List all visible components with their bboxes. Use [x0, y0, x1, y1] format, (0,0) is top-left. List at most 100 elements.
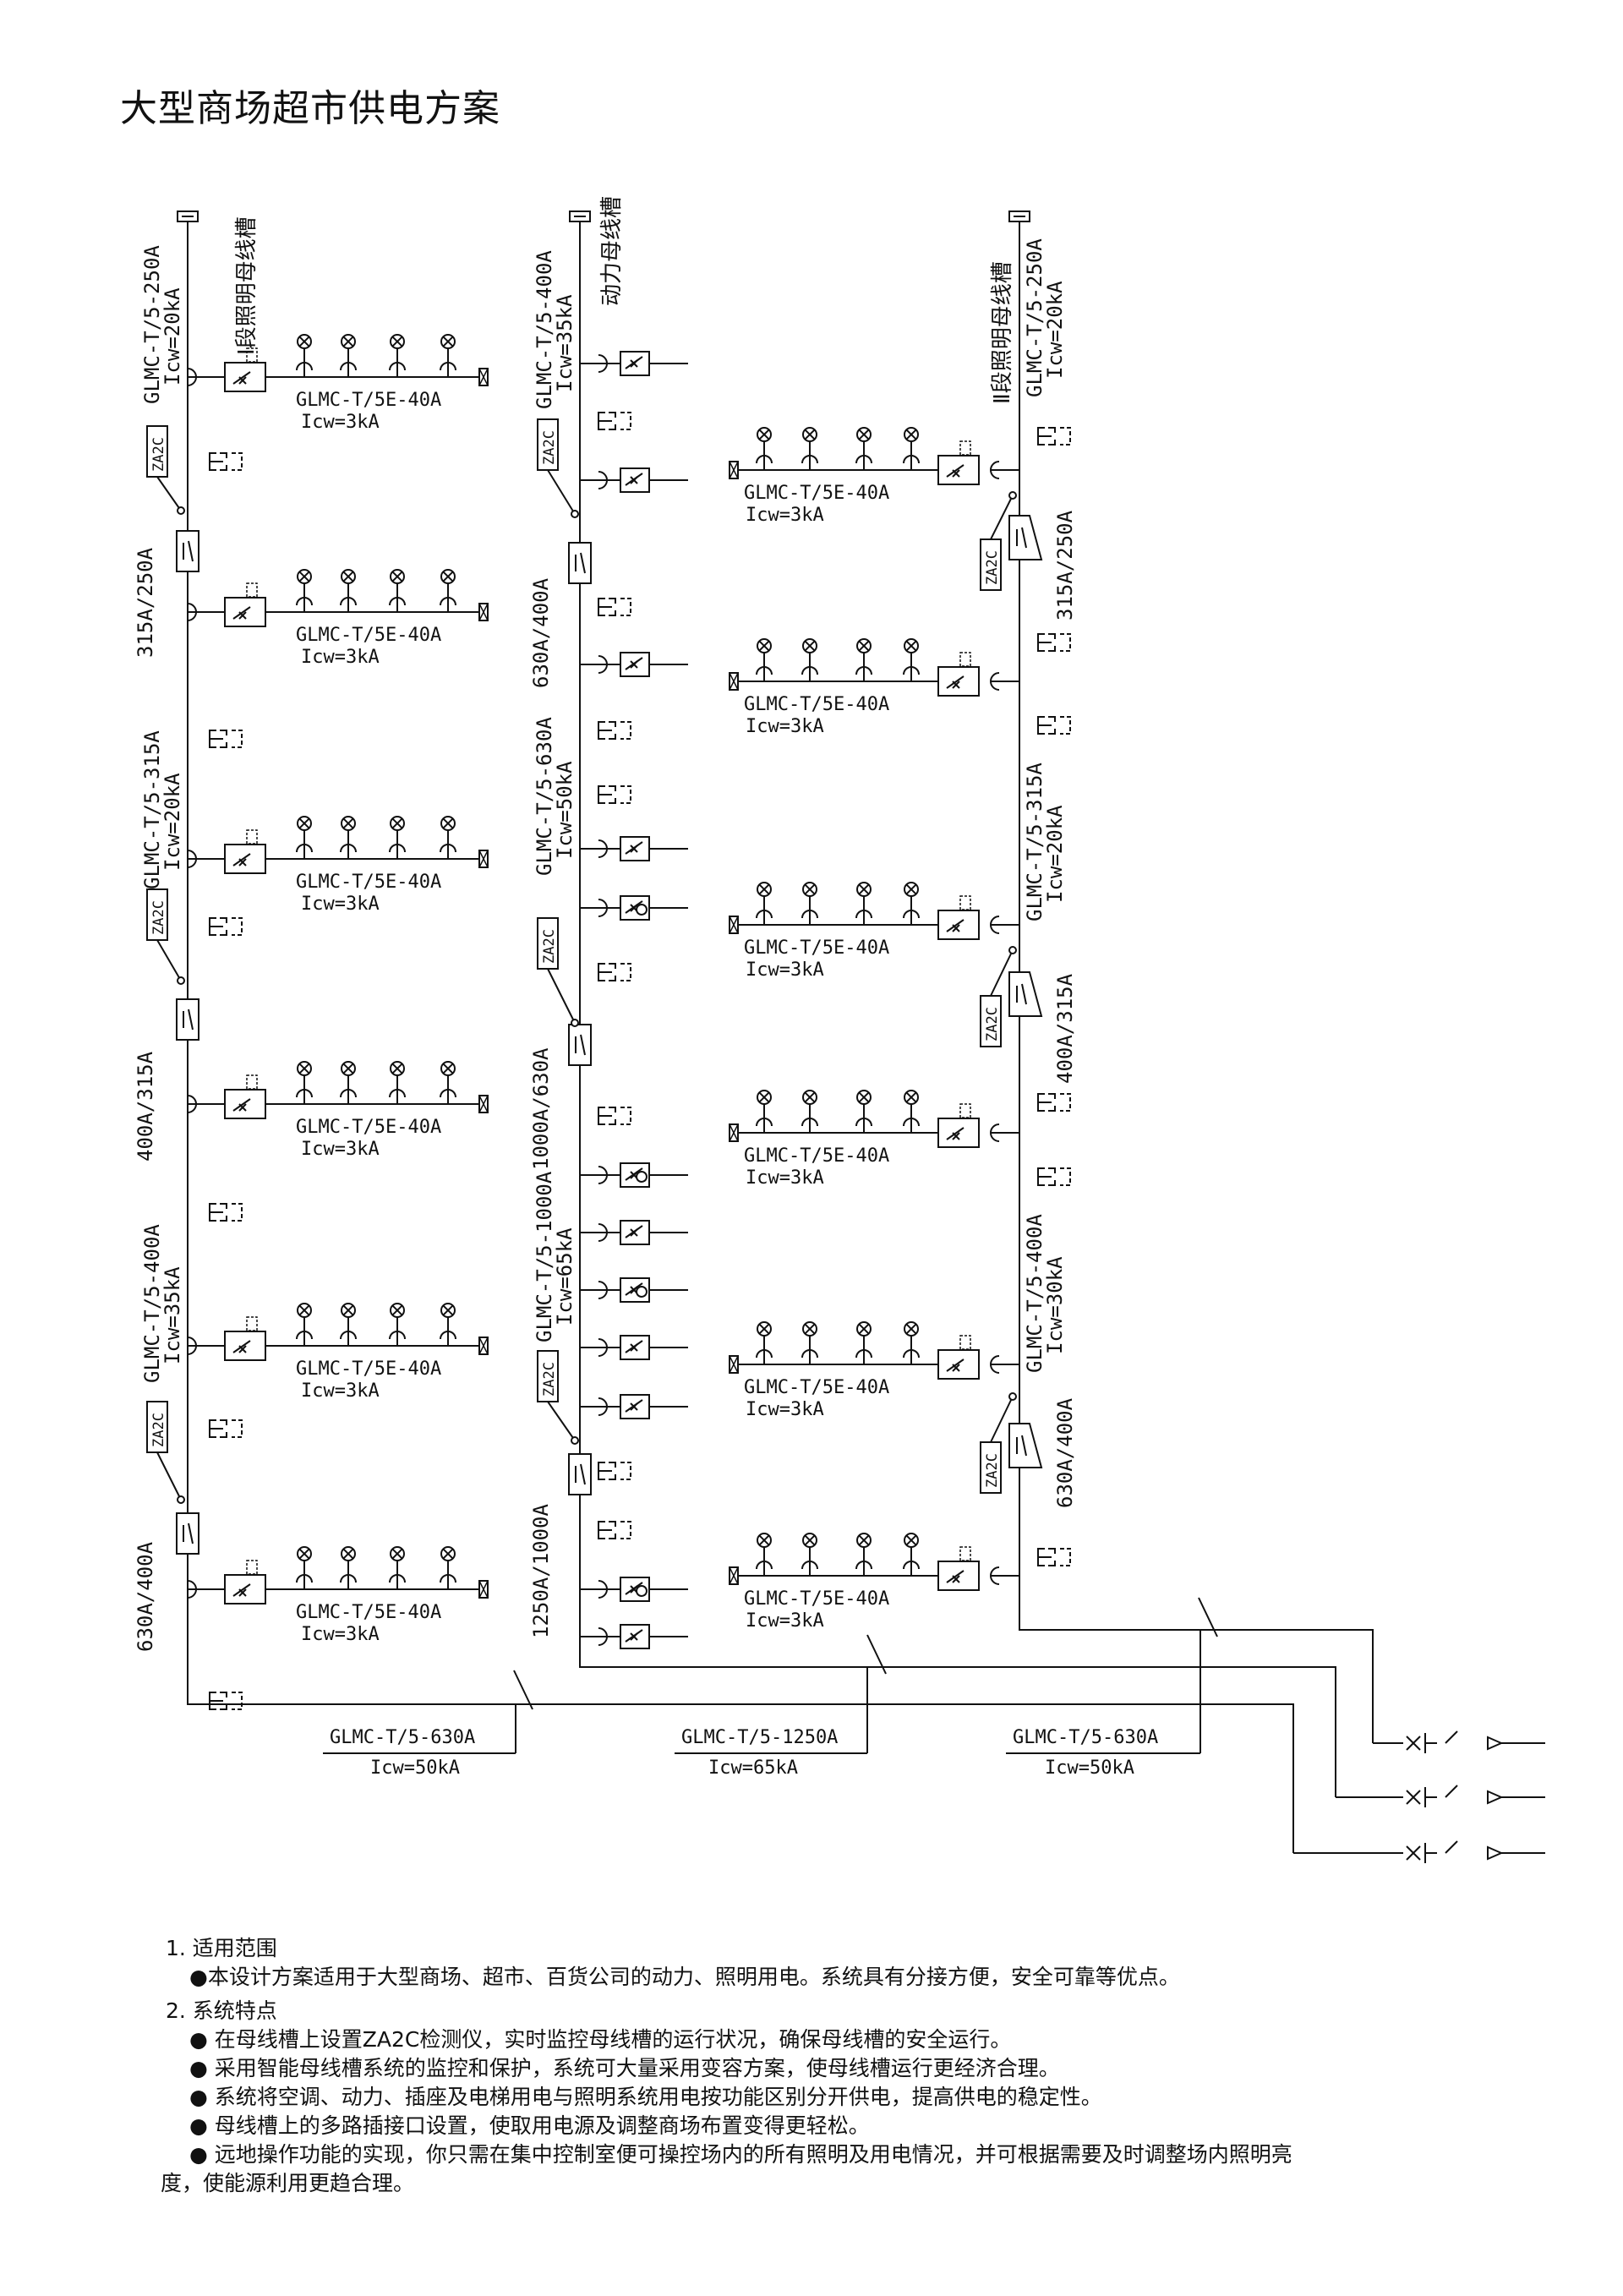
branch-protection-box — [937, 440, 980, 485]
lamp-tap — [801, 1113, 818, 1134]
branch-end-cap — [729, 916, 739, 934]
feeder-icw-label: Icw=50kA — [370, 1758, 460, 1779]
feeder-icw-label: Icw=65kA — [708, 1758, 798, 1779]
spare-outlet-icon — [1037, 716, 1071, 735]
left-segment-icw: Icw=20kA — [161, 773, 184, 871]
spare-outlet-icon — [598, 721, 631, 740]
tap-connector — [990, 916, 1000, 934]
lamp-tap — [855, 451, 872, 471]
lamp-icon — [440, 569, 456, 584]
lamp-icon — [802, 427, 817, 442]
lamp-icon — [390, 334, 405, 349]
spare-outlet-icon — [1037, 427, 1071, 446]
lamp-icon — [390, 816, 405, 831]
lamp-tap — [340, 1085, 357, 1105]
tap-connector — [990, 1123, 1000, 1142]
lamp-icon — [856, 1321, 872, 1337]
lamp-tap — [903, 451, 920, 471]
tap-connector — [598, 354, 608, 373]
za2c-label: ZA2C — [541, 1362, 558, 1397]
lamp-icon — [297, 334, 312, 349]
lamp-icon — [904, 1321, 919, 1337]
lamp-tap — [389, 1085, 406, 1105]
right-breaker-rating: 315A/250A — [1053, 510, 1077, 620]
feeder-breaker-icon — [620, 351, 650, 376]
lamp-icon — [390, 569, 405, 584]
spare-outlet-icon — [598, 1107, 631, 1125]
lamp-tap — [440, 593, 456, 613]
lamp-icon — [440, 816, 456, 831]
lamp-icon — [390, 1546, 405, 1561]
branch-end-cap — [478, 1095, 489, 1113]
lamp-icon — [802, 1533, 817, 1548]
left-segment-icw: Icw=20kA — [161, 287, 184, 385]
branch-end-cap — [729, 1355, 739, 1374]
branch-protection-box — [937, 1103, 980, 1148]
notes-section-2-title: 2. 系统特点 — [166, 1998, 277, 2023]
tap-connector — [598, 1223, 608, 1242]
branch-icw-label: Icw=3kA — [301, 647, 380, 668]
lamp-tap — [756, 1345, 773, 1365]
za2c-probe — [571, 1019, 579, 1027]
feeder-model-label: GLMC-T/5-1250A — [681, 1727, 838, 1748]
spare-outlet-icon — [209, 1203, 243, 1222]
feeder-cable-3 — [1019, 1625, 1374, 1743]
lamp-tap — [903, 662, 920, 682]
spare-outlet-icon — [598, 412, 631, 430]
lamp-tap — [389, 593, 406, 613]
lamp-tap — [296, 839, 313, 860]
notes-section-2-bullet-3: ● 系统将空调、动力、插座及电梯用电与照明系统用电按功能区别分开供电，提高供电的… — [189, 2085, 1102, 2109]
bus-transfer-box — [176, 530, 199, 572]
lamp-icon — [297, 569, 312, 584]
left-top-cap — [177, 210, 199, 222]
branch-model-label: GLMC-T/5E-40A — [296, 625, 441, 646]
lamp-tap — [903, 1113, 920, 1134]
lamp-tap — [756, 451, 773, 471]
bus-transfer-box — [568, 542, 592, 584]
middle-breaker-rating: 1250A/1000A — [529, 1504, 553, 1638]
tap-connector — [598, 839, 608, 858]
design-notes: 1. 适用范围 ●本设计方案适用于大型商场、超市、百货公司的动力、照明用电。系统… — [161, 1931, 1484, 2198]
bus-transfer-box — [176, 1512, 199, 1555]
lamp-icon — [341, 334, 356, 349]
branch-icw-label: Icw=3kA — [301, 1380, 380, 1402]
za2c-probe — [177, 1495, 185, 1504]
switch-blade — [1445, 1730, 1458, 1744]
lamp-icon — [904, 1090, 919, 1105]
spare-outlet-icon — [598, 785, 631, 804]
feeder-model-label: GLMC-T/5-630A — [1013, 1727, 1158, 1748]
branch-protection-box — [224, 582, 266, 627]
left-trunk-label: Ⅰ段照明母线槽 — [234, 216, 260, 355]
motor-protection-mark — [636, 1585, 648, 1597]
lamp-tap — [801, 662, 818, 682]
left-segment-model: GLMC-T/5-400A — [140, 1224, 164, 1383]
branch-protection-box — [224, 1316, 266, 1361]
notes-section-2-bullet-2: ● 采用智能母线槽系统的监控和保护，系统可大量采用变容方案，使母线槽运行更经济合… — [189, 2056, 1060, 2080]
za2c-probe — [177, 506, 185, 515]
lamp-icon — [341, 816, 356, 831]
branch-icw-label: Icw=3kA — [746, 1167, 824, 1189]
middle-trunk-label: 动力母线槽 — [599, 196, 625, 306]
lamp-tap — [296, 593, 313, 613]
branch-protection-box — [224, 1074, 266, 1119]
lamp-icon — [856, 1533, 872, 1548]
za2c-lead — [547, 1401, 576, 1441]
branch-model-label: GLMC-T/5E-40A — [744, 1145, 889, 1167]
tap-connector — [598, 1166, 608, 1184]
right-trunk-label: Ⅱ段照明母线槽 — [990, 261, 1015, 404]
middle-breaker-rating: 630A/400A — [529, 577, 553, 688]
branch-protection-box — [937, 1335, 980, 1380]
za2c-label: ZA2C — [541, 929, 558, 964]
branch-end-cap — [729, 461, 739, 479]
tap-connector — [598, 1281, 608, 1299]
motor-protection-mark — [636, 1286, 648, 1298]
feeder-breaker-icon — [620, 1220, 650, 1245]
za2c-label: ZA2C — [984, 550, 1001, 585]
breaker-x — [1406, 1790, 1421, 1805]
lamp-tap — [855, 662, 872, 682]
spare-outlet-icon — [209, 917, 243, 936]
spare-outlet-icon — [1037, 1548, 1071, 1566]
lamp-tap — [801, 1345, 818, 1365]
za2c-label: ZA2C — [150, 437, 167, 472]
lamp-tap — [903, 1556, 920, 1577]
